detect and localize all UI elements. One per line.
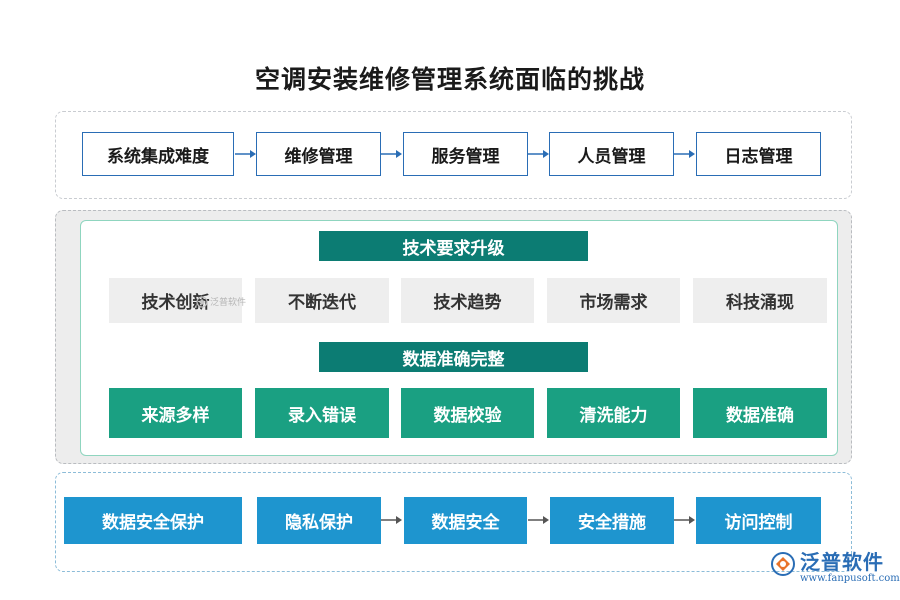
box-data-security: 数据安全 — [404, 497, 527, 544]
item-diverse-sources: 来源多样 — [109, 388, 242, 438]
box-maintenance-management: 维修管理 — [256, 132, 381, 176]
box-service-management: 服务管理 — [403, 132, 528, 176]
box-log-management: 日志管理 — [696, 132, 821, 176]
item-cleaning-capability: 清洗能力 — [547, 388, 680, 438]
box-data-security-protection: 数据安全保护 — [64, 497, 242, 544]
box-staff-management: 人员管理 — [549, 132, 674, 176]
brand-logo: 泛普软件 www.fanpusoft.com — [770, 551, 900, 585]
arrow-right-icon — [381, 150, 402, 158]
arrow-right-icon — [235, 150, 256, 158]
box-system-integration: 系统集成难度 — [82, 132, 234, 176]
item-data-validation: 数据校验 — [401, 388, 534, 438]
box-privacy-protection: 隐私保护 — [257, 497, 381, 544]
item-entry-errors: 录入错误 — [255, 388, 389, 438]
banner-tech-requirements: 技术要求升级 — [319, 231, 588, 261]
watermark-logo-icon — [196, 295, 208, 308]
brand-url: www.fanpusoft.com — [800, 573, 900, 584]
watermark-text: 泛普软件 — [210, 298, 247, 308]
brand-logo-icon — [771, 552, 795, 576]
arrow-right-icon — [528, 516, 549, 524]
brand-name: 泛普软件 — [800, 550, 884, 574]
arrow-right-icon — [381, 516, 402, 524]
arrow-right-icon — [674, 150, 695, 158]
watermark: 泛普软件 — [196, 295, 246, 308]
item-tech-emergence: 科技涌现 — [693, 278, 827, 323]
box-security-measures: 安全措施 — [550, 497, 674, 544]
banner-data-accuracy: 数据准确完整 — [319, 342, 588, 372]
page-title: 空调安装维修管理系统面临的挑战 — [254, 65, 645, 94]
item-data-accurate: 数据准确 — [693, 388, 827, 438]
item-continuous-iteration: 不断迭代 — [255, 278, 389, 323]
arrow-right-icon — [674, 516, 695, 524]
section-system-integration — [55, 111, 852, 199]
arrow-right-icon — [528, 150, 549, 158]
item-tech-trends: 技术趋势 — [401, 278, 534, 323]
item-market-demand: 市场需求 — [547, 278, 680, 323]
item-tech-innovation: 技术创新 — [109, 278, 242, 323]
box-access-control: 访问控制 — [696, 497, 821, 544]
section-data-security — [55, 472, 852, 572]
